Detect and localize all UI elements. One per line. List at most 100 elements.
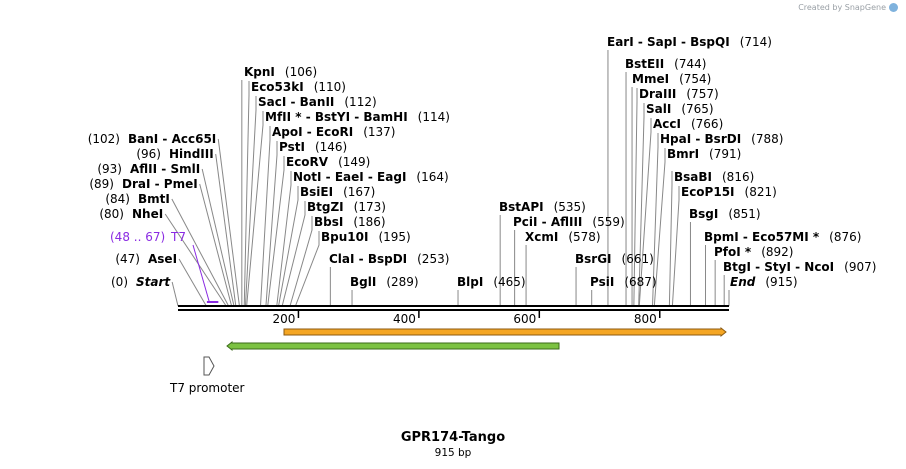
site-bmti[interactable]: (84)BmtI <box>105 192 170 206</box>
site-hindiii[interactable]: (96)HindIII <box>136 147 213 161</box>
site-connector <box>244 96 257 307</box>
site-nhei[interactable]: (80) NheI <box>99 207 163 221</box>
site-connector <box>653 148 666 307</box>
site-bpu10i[interactable]: Bpu10I(195) <box>321 230 411 244</box>
site-btgi[interactable]: BtgI - StyI - NcoI(907) <box>723 260 876 274</box>
site-clai[interactable]: ClaI - BspDI(253) <box>329 252 449 266</box>
site-name: Bpu10I <box>321 230 368 244</box>
site-asei[interactable]: (47)AseI <box>115 252 177 266</box>
site-name: BstEII <box>625 57 664 71</box>
site-bmri[interactable]: BmrI (791) <box>667 147 741 161</box>
site-pcii[interactable]: PciI - AflIII(559) <box>513 215 625 229</box>
site-mmei[interactable]: MmeI (754) <box>632 72 711 86</box>
green-feature-arrow[interactable] <box>226 340 560 352</box>
site-position: (186) <box>353 215 385 229</box>
site-position: (146) <box>315 140 347 154</box>
site-psii[interactable]: PsiI(687) <box>590 275 657 289</box>
site-btgzi[interactable]: BtgZI(173) <box>307 200 386 214</box>
map-length: 915 bp <box>434 447 472 459</box>
site-saci[interactable]: SacI - BanII(112) <box>258 95 377 109</box>
site-connector <box>246 111 264 307</box>
t7-promoter-arrow-icon <box>203 356 215 376</box>
site-name: NheI <box>132 207 163 221</box>
site-name: Start <box>136 275 171 289</box>
site-bani[interactable]: (102)BanI - Acc65I <box>88 132 217 146</box>
site-name: AflII - SmlI <box>130 162 200 176</box>
site-position: (102) <box>88 132 120 146</box>
site-connector <box>267 156 285 307</box>
site-position: (80) <box>99 207 124 221</box>
t7-connector <box>192 244 210 303</box>
site-name: ClaI - BspDI <box>329 252 407 266</box>
site-bsabi[interactable]: BsaBI (816) <box>674 170 754 184</box>
site-name: DraIII <box>639 87 676 101</box>
site-bsiei[interactable]: BsiEI(167) <box>300 185 375 199</box>
site-position: (559) <box>592 215 624 229</box>
site-position: (0) <box>111 275 128 289</box>
site-eco53ki[interactable]: Eco53kI(110) <box>251 80 346 94</box>
site-apoi[interactable]: ApoI - EcoRI(137) <box>272 125 395 139</box>
site-position: (791) <box>709 147 741 161</box>
tick-label: 400 <box>393 312 416 326</box>
site-position: (816) <box>722 170 754 184</box>
site-connector <box>243 81 250 307</box>
site-bsteii[interactable]: BstEII(744) <box>625 57 706 71</box>
site-noti[interactable]: NotI - EaeI - EagI(164) <box>293 170 449 184</box>
site-connector <box>164 213 227 307</box>
site-position: (96) <box>136 147 161 161</box>
site-bbsi[interactable]: BbsI (186) <box>314 215 386 229</box>
t7-promoter-feature[interactable]: T7 promoter <box>169 356 245 395</box>
site-name: BbsI <box>314 215 343 229</box>
site-position: (114) <box>418 110 450 124</box>
site-position: (687) <box>624 275 656 289</box>
site-position: (892) <box>761 245 793 259</box>
site-connector <box>276 171 292 307</box>
site-eari[interactable]: EarI - SapI - BspQI(714) <box>607 35 772 49</box>
t7-range: (48 .. 67) <box>110 230 165 244</box>
site-drai[interactable]: (89)DraI - PmeI <box>89 177 197 191</box>
site-blpi[interactable]: BlpI(465) <box>457 275 526 289</box>
site-name: BsiEI <box>300 185 333 199</box>
site-position: (851) <box>728 207 760 221</box>
site-bpmi[interactable]: BpmI - Eco57MI *(876) <box>704 230 861 244</box>
site-name: MmeI <box>632 72 669 86</box>
site-position: (754) <box>679 72 711 86</box>
t7-feature[interactable]: (48 .. 67) T7 <box>110 230 219 303</box>
site-pfoi[interactable]: PfoI *(892) <box>714 245 793 259</box>
site-connector <box>201 168 235 307</box>
site-bstapi[interactable]: BstAPI(535) <box>499 200 586 214</box>
site-position: (173) <box>354 200 386 214</box>
site-draiii[interactable]: DraIII(757) <box>639 87 719 101</box>
site-aflii[interactable]: (93) AflII - SmlI <box>97 162 200 176</box>
site-name: BmrI <box>667 147 699 161</box>
site-mfii[interactable]: MfII * - BstYI - BamHI(114) <box>265 110 450 124</box>
site-position: (89) <box>89 177 114 191</box>
site-bgli[interactable]: BglI(289) <box>350 275 419 289</box>
site-ecop15i[interactable]: EcoP15I(821) <box>681 185 777 199</box>
t7-promoter-label: T7 promoter <box>169 381 245 395</box>
site-psti[interactable]: PstI(146) <box>279 140 347 154</box>
tick-label: 800 <box>634 312 657 326</box>
site-end[interactable]: End(915) <box>730 275 798 289</box>
site-position: (93) <box>97 162 122 176</box>
site-sali[interactable]: SalI(765) <box>646 102 714 116</box>
site-name: EarI - SapI - BspQI <box>607 35 730 49</box>
site-kpni[interactable]: KpnI(106) <box>244 65 317 79</box>
site-ecorv[interactable]: EcoRV(149) <box>286 155 370 169</box>
site-bsrgi[interactable]: BsrGI(661) <box>575 252 654 266</box>
site-xcmi[interactable]: XcmI(578) <box>525 230 601 244</box>
site-connector <box>294 231 320 307</box>
site-name: NotI - EaeI - EagI <box>293 170 406 184</box>
site-position: (788) <box>751 132 783 146</box>
site-hpai[interactable]: HpaI - BsrDI(788) <box>660 132 783 146</box>
site-name: End <box>730 275 756 289</box>
site-name: BpmI - Eco57MI * <box>704 230 820 244</box>
site-name: BsaBI <box>674 170 712 184</box>
orange-feature-arrow[interactable] <box>283 326 727 338</box>
site-start[interactable]: (0) Start <box>111 275 171 289</box>
site-acci[interactable]: AccI(766) <box>653 117 723 131</box>
site-bsgi[interactable]: BsgI(851) <box>689 207 761 221</box>
site-position: (465) <box>493 275 525 289</box>
